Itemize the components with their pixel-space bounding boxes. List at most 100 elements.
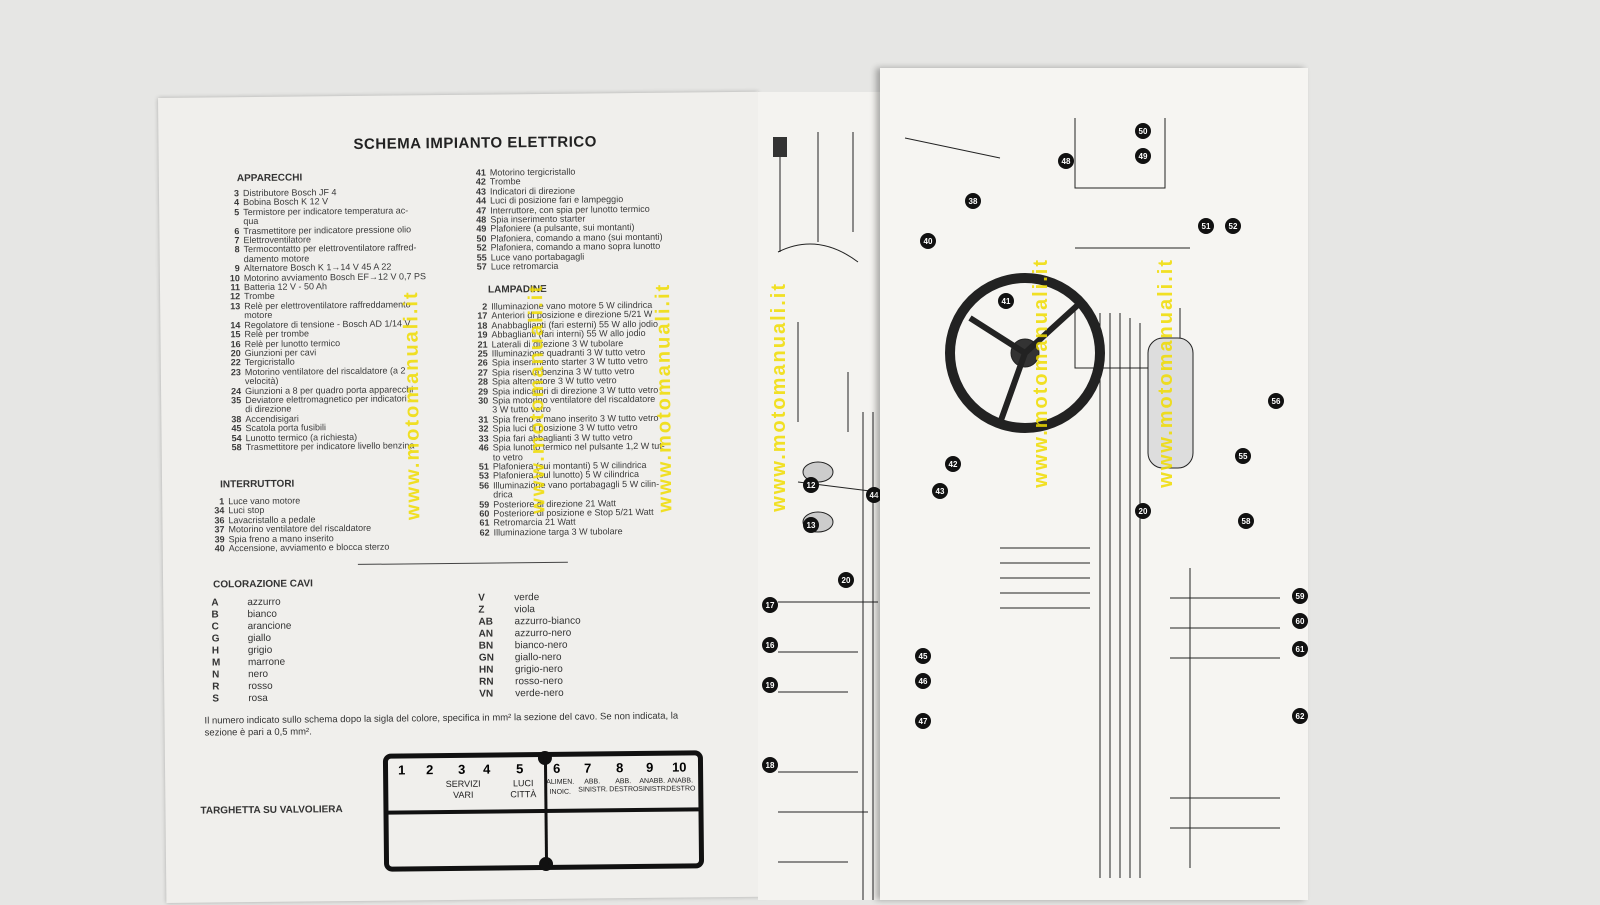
list-item-key: 35: [231, 395, 242, 406]
color-row-text: rosso: [248, 680, 273, 693]
label-50: 49: [1135, 148, 1151, 164]
color-row-key: M: [211, 657, 221, 669]
label-61: 61: [1292, 641, 1308, 657]
color-row-key: A: [211, 597, 219, 609]
apparecchi-heading: APPARECCHI: [236, 172, 303, 185]
label-45: 44: [866, 487, 882, 503]
color-row-key: B: [211, 609, 219, 621]
color-row-key: N: [211, 669, 220, 681]
label-inoic: INOIC.: [549, 788, 572, 796]
color-row-text: rosa: [248, 692, 268, 705]
list-item-key: 8: [234, 244, 240, 255]
color-row-text: verde-nero: [515, 687, 564, 700]
label-20: 20: [838, 572, 854, 588]
slot-6: 6: [552, 760, 561, 776]
label-46: 45: [915, 648, 931, 664]
label-17: 17: [762, 597, 778, 613]
label-55: 55: [1235, 448, 1251, 464]
label-anabb-destro: ANABB. DESTRO: [666, 777, 696, 793]
color-row-text: grigio-nero: [514, 663, 563, 676]
label-12: 12: [803, 477, 819, 493]
list-item-key: 58: [231, 442, 242, 453]
interruttori-heading: INTERRUTTORI: [219, 478, 295, 491]
label-59: 59: [1292, 588, 1308, 604]
label-13: 13: [803, 517, 819, 533]
slot-1: 1: [397, 762, 406, 778]
label-anabb-sinistr: ANABB. SINISTR.: [638, 777, 668, 794]
label-vari: VARI: [453, 789, 474, 800]
label-47: 46: [915, 673, 931, 689]
color-row-text: azzurro-bianco: [514, 615, 581, 628]
color-row-text: azzurro: [247, 596, 281, 609]
slot-9: 9: [645, 759, 654, 775]
page-title: SCHEMA IMPIANTO ELETTRICO: [353, 133, 597, 153]
color-row-text: azzurro-nero: [514, 627, 572, 640]
label-39: 38: [965, 193, 981, 209]
label-60: 60: [1292, 613, 1308, 629]
color-row-text: viola: [514, 604, 536, 616]
color-row-key: Z: [478, 604, 485, 616]
targhetta-label: TARGHETTA SU VALVOLIERA: [200, 804, 343, 817]
watermark-3: www.motomanuali.it: [651, 282, 677, 513]
color-row-key: H: [211, 645, 220, 657]
label-41: 40: [920, 233, 936, 249]
list-item-key: 56: [479, 480, 490, 491]
slot-10: 10: [671, 759, 687, 775]
color-row-text: giallo: [247, 632, 272, 645]
color-row-key: AB: [478, 616, 494, 628]
label-abb-sinistr: ABB. SINISTR.: [578, 778, 608, 794]
color-row-text: grigio: [247, 644, 273, 657]
watermark-5: www.motomanuali.it: [1030, 258, 1052, 488]
label-44: 43: [932, 483, 948, 499]
label-56: 56: [1268, 393, 1284, 409]
label-52: 51: [1198, 218, 1214, 234]
color-row-key: GN: [478, 652, 494, 664]
list-item-key: 13: [230, 301, 241, 312]
label-luci: LUCI: [512, 778, 534, 789]
color-row-text: bianco: [247, 608, 277, 621]
slot-2: 2: [425, 762, 434, 778]
list-item-key: 40: [214, 543, 225, 554]
label-51: 50: [1135, 123, 1151, 139]
color-row-key: C: [211, 621, 219, 633]
color-row-text: rosso-nero: [515, 675, 564, 688]
list-item-key: 46: [478, 442, 489, 453]
label-citta: CITTÀ: [510, 789, 537, 800]
label-servizi: SERVIZI: [445, 778, 481, 790]
color-row-text: giallo-nero: [514, 651, 562, 664]
color-row-key: RN: [479, 676, 494, 688]
label-42: 41: [998, 293, 1014, 309]
slot-3: 3: [457, 761, 466, 777]
color-row-key: S: [212, 693, 220, 705]
label-alimen: ALIMEN.: [546, 778, 575, 786]
color-row-key: R: [212, 681, 220, 693]
color-row: VN verde-nero: [479, 687, 659, 701]
label-62: 62: [1292, 708, 1308, 724]
watermark-6: www.motomanuali.it: [1155, 258, 1177, 488]
color-row-key: VN: [479, 688, 494, 700]
color-row-key: AN: [478, 628, 494, 640]
label-49: 48: [1058, 153, 1074, 169]
colorazione-heading: COLORAZIONE CAVI: [213, 578, 313, 591]
wiring-diagram-right: [904, 118, 1280, 878]
color-row-text: verde: [514, 592, 540, 604]
watermark-1: www.motomanuali.it: [400, 290, 425, 521]
label-abb-destro: ABB. DESTRO: [609, 778, 639, 794]
list-item-key: 23: [230, 366, 241, 377]
label-43: 42: [945, 456, 961, 472]
watermark-4: www.motomanuali.it: [768, 282, 790, 512]
color-row-text: marrone: [247, 656, 286, 669]
fuse-plate: 1 2 3 4 5 6 7 8 9 10 SERVIZI VARI LUCI C…: [382, 750, 705, 872]
slot-8: 8: [615, 760, 624, 776]
label-58: 58: [1238, 513, 1254, 529]
label-19: 19: [762, 677, 778, 693]
